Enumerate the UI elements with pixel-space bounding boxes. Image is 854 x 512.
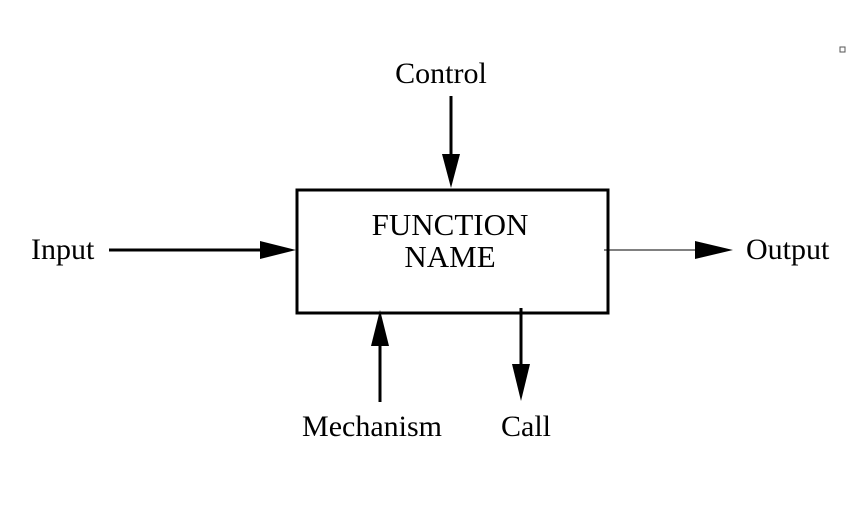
corner-marker	[839, 46, 846, 53]
function-name-line2: NAME	[404, 239, 495, 274]
mechanism-arrow	[371, 310, 389, 402]
output-label: Output	[746, 233, 830, 266]
output-arrow	[604, 241, 733, 259]
control-label: Control	[395, 57, 487, 90]
mechanism-label: Mechanism	[302, 410, 442, 443]
control-arrow	[442, 96, 460, 188]
input-label: Input	[31, 233, 95, 266]
call-label: Call	[501, 410, 551, 443]
function-box	[295, 188, 610, 315]
function-name-line1: FUNCTION	[372, 207, 529, 242]
input-arrow	[109, 241, 296, 259]
call-arrow	[512, 308, 530, 401]
